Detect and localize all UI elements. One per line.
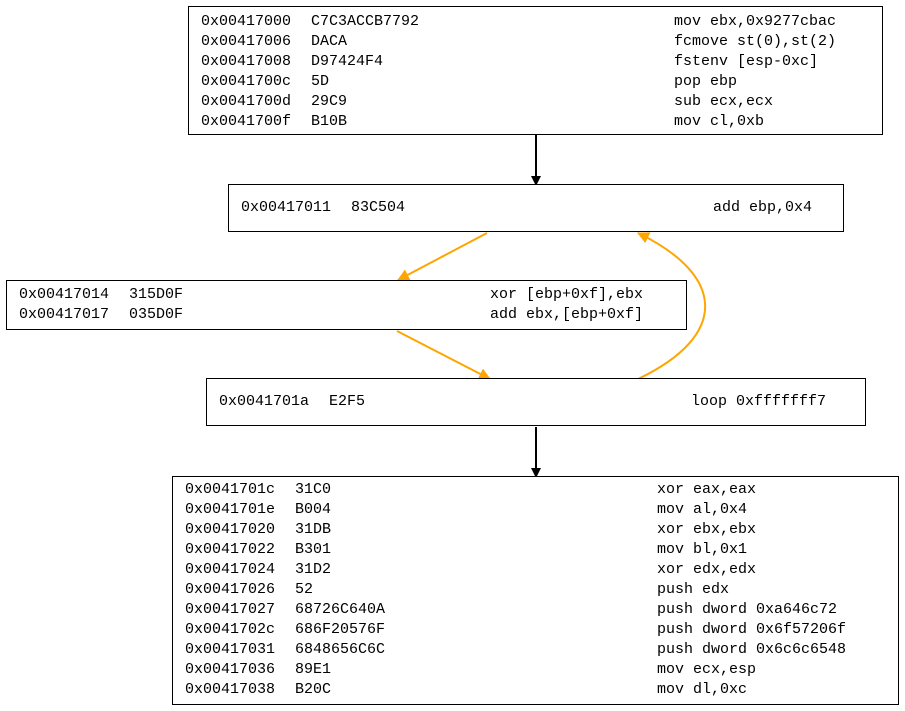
instruction-address: 0x00417008: [201, 53, 292, 70]
instruction-bytes: 31DB: [295, 521, 332, 538]
instruction-row[interactable]: 0x00417006 DACA fcmove st(0),st(2): [189, 32, 882, 52]
instruction-row[interactable]: 0x00417008 D97424F4 fstenv [esp-0xc]: [189, 52, 882, 72]
instruction-mnemonic: loop 0xfffffff7: [691, 393, 827, 410]
instruction-address: 0x00417022: [185, 541, 276, 558]
instruction-bytes: 315D0F: [129, 286, 184, 303]
instruction-row[interactable]: 0x00417017 035D0F add ebx,[ebp+0xf]: [7, 305, 686, 325]
instruction-bytes: B20C: [295, 681, 332, 698]
instruction-row[interactable]: 0x00417014 315D0F xor [ebp+0xf],ebx: [7, 285, 686, 305]
instruction-bytes: 68726C640A: [295, 601, 386, 618]
instruction-mnemonic: fcmove st(0),st(2): [674, 33, 837, 50]
instruction-mnemonic: xor ebx,ebx: [657, 521, 757, 538]
instruction-address: 0x0041700f: [201, 113, 292, 130]
instruction-address: 0x0041702c: [185, 621, 276, 638]
instruction-bytes: B301: [295, 541, 332, 558]
instruction-mnemonic: add ebx,[ebp+0xf]: [490, 306, 644, 323]
instruction-mnemonic: xor edx,edx: [657, 561, 757, 578]
instruction-row[interactable]: 0x00417038 B20C mov dl,0xc: [173, 680, 898, 700]
instruction-bytes: DACA: [311, 33, 348, 50]
instruction-address: 0x0041701c: [185, 481, 276, 498]
instruction-row[interactable]: 0x0041701c 31C0 xor eax,eax: [173, 480, 898, 500]
instruction-row[interactable]: 0x00417022 B301 mov bl,0x1: [173, 540, 898, 560]
instruction-address: 0x00417020: [185, 521, 276, 538]
instruction-row[interactable]: 0x00417011 83C504 add ebp,0x4: [229, 198, 843, 218]
instruction-row[interactable]: 0x00417027 68726C640A push dword 0xa646c72: [173, 600, 898, 620]
instruction-address: 0x00417006: [201, 33, 292, 50]
instruction-mnemonic: mov cl,0xb: [674, 113, 765, 130]
edge-block-3-to-block-4: [396, 330, 491, 380]
instruction-mnemonic: fstenv [esp-0xc]: [674, 53, 819, 70]
instruction-bytes: C7C3ACCB7792: [311, 13, 420, 30]
instruction-mnemonic: sub ecx,ecx: [674, 93, 774, 110]
instruction-address: 0x00417027: [185, 601, 276, 618]
edge-block-4-to-block-2-loop: [637, 232, 707, 380]
instruction-row[interactable]: 0x0041701a E2F5 loop 0xfffffff7: [207, 392, 865, 412]
instruction-row[interactable]: 0x00417024 31D2 xor edx,edx: [173, 560, 898, 580]
instruction-bytes: B10B: [311, 113, 348, 130]
instruction-bytes: B004: [295, 501, 332, 518]
instruction-address: 0x00417011: [241, 199, 332, 216]
instruction-bytes: 6848656C6C: [295, 641, 386, 658]
instruction-mnemonic: push dword 0x6c6c6548: [657, 641, 847, 658]
instruction-mnemonic: xor [ebp+0xf],ebx: [490, 286, 644, 303]
instruction-row[interactable]: 0x00417026 52 push edx: [173, 580, 898, 600]
instruction-bytes: 31C0: [295, 481, 332, 498]
instruction-mnemonic: mov ebx,0x9277cbac: [674, 13, 837, 30]
instruction-address: 0x00417017: [19, 306, 110, 323]
instruction-row[interactable]: 0x0041702c 686F20576F push dword 0x6f57206…: [173, 620, 898, 640]
instruction-bytes: 52: [295, 581, 314, 598]
basic-block-5[interactable]: 0x0041701c 31C0 xor eax,eax 0x0041701e B004 m…: [172, 476, 899, 705]
basic-block-4[interactable]: 0x0041701a E2F5 loop 0xfffffff7: [206, 378, 866, 426]
instruction-address: 0x00417024: [185, 561, 276, 578]
instruction-row[interactable]: 0x0041700d 29C9 sub ecx,ecx: [189, 92, 882, 112]
basic-block-1[interactable]: 0x00417000 C7C3ACCB7792 mov ebx,0x9277cbac…: [188, 6, 883, 135]
instruction-address: 0x00417038: [185, 681, 276, 698]
instruction-row[interactable]: 0x00417031 6848656C6C push dword 0x6c6c654…: [173, 640, 898, 660]
instruction-bytes: 5D: [311, 73, 330, 90]
instruction-row[interactable]: 0x0041700c 5D pop ebp: [189, 72, 882, 92]
instruction-mnemonic: xor eax,eax: [657, 481, 757, 498]
instruction-address: 0x00417014: [19, 286, 110, 303]
instruction-bytes: 89E1: [295, 661, 332, 678]
instruction-mnemonic: push dword 0x6f57206f: [657, 621, 847, 638]
instruction-mnemonic: mov dl,0xc: [657, 681, 748, 698]
instruction-mnemonic: mov ecx,esp: [657, 661, 757, 678]
instruction-mnemonic: add ebp,0x4: [713, 199, 813, 216]
instruction-address: 0x0041701e: [185, 501, 276, 518]
instruction-mnemonic: push dword 0xa646c72: [657, 601, 838, 618]
instruction-mnemonic: mov bl,0x1: [657, 541, 748, 558]
instruction-mnemonic: mov al,0x4: [657, 501, 748, 518]
instruction-bytes: 686F20576F: [295, 621, 386, 638]
basic-block-2[interactable]: 0x00417011 83C504 add ebp,0x4: [228, 184, 844, 232]
instruction-address: 0x00417026: [185, 581, 276, 598]
instruction-mnemonic: push edx: [657, 581, 730, 598]
instruction-bytes: 83C504: [351, 199, 406, 216]
instruction-bytes: 31D2: [295, 561, 332, 578]
instruction-address: 0x00417036: [185, 661, 276, 678]
instruction-bytes: 035D0F: [129, 306, 184, 323]
instruction-row[interactable]: 0x00417036 89E1 mov ecx,esp: [173, 660, 898, 680]
instruction-row[interactable]: 0x0041701e B004 mov al,0x4: [173, 500, 898, 520]
instruction-bytes: 29C9: [311, 93, 348, 110]
instruction-address: 0x00417000: [201, 13, 292, 30]
instruction-bytes: E2F5: [329, 393, 366, 410]
instruction-row[interactable]: 0x0041700f B10B mov cl,0xb: [189, 112, 882, 132]
instruction-address: 0x0041700c: [201, 73, 292, 90]
instruction-bytes: D97424F4: [311, 53, 384, 70]
instruction-row[interactable]: 0x00417020 31DB xor ebx,ebx: [173, 520, 898, 540]
instruction-address: 0x0041700d: [201, 93, 292, 110]
instruction-address: 0x0041701a: [219, 393, 310, 410]
instruction-mnemonic: pop ebp: [674, 73, 738, 90]
edge-block-2-to-block-3: [397, 232, 488, 281]
instruction-row[interactable]: 0x00417000 C7C3ACCB7792 mov ebx,0x9277cbac: [189, 12, 882, 32]
instruction-address: 0x00417031: [185, 641, 276, 658]
